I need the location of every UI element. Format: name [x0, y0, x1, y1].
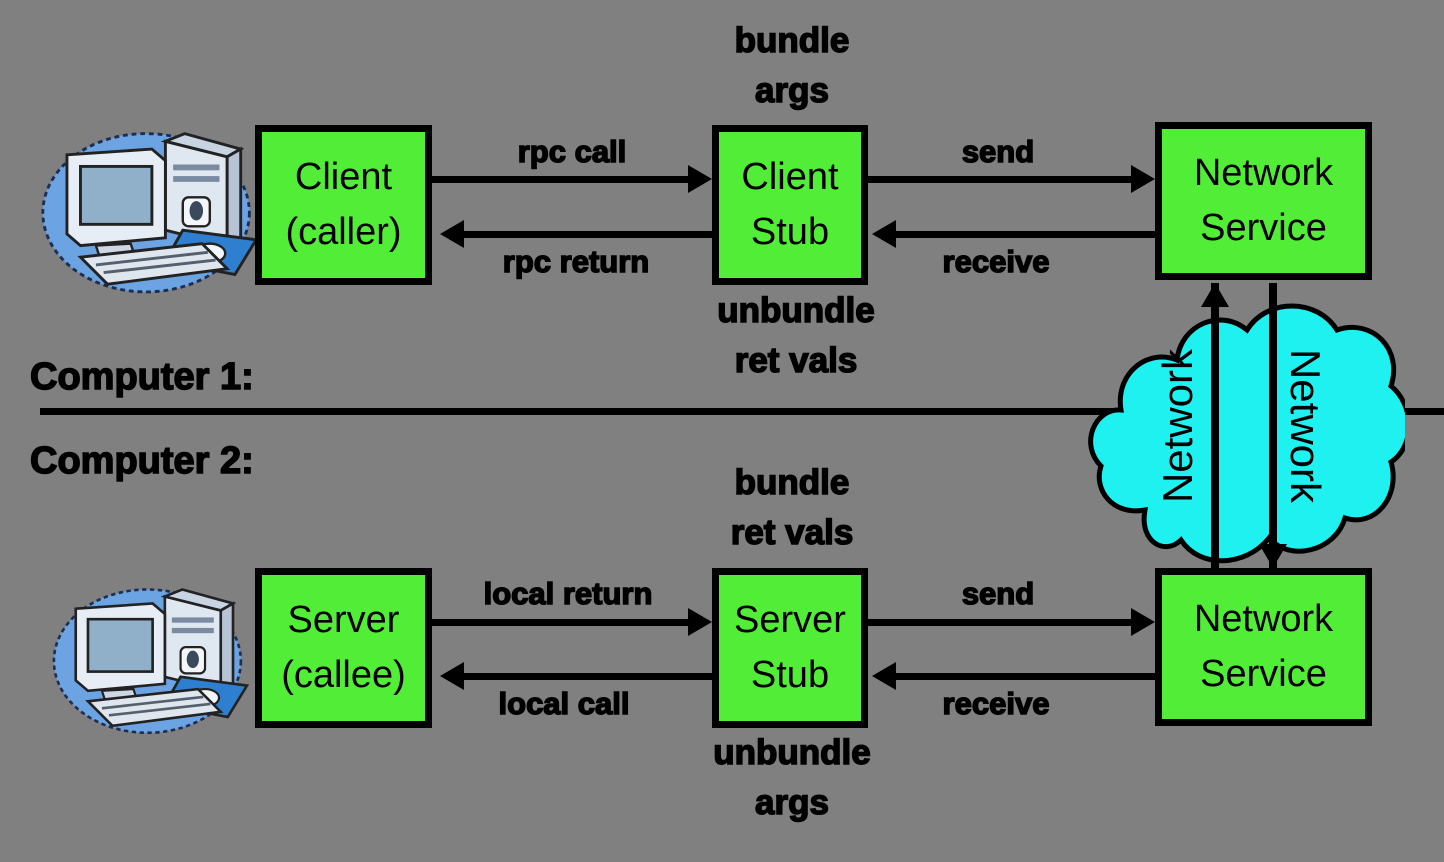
bundle-ret-vals-note: bundle ret vals [730, 458, 854, 558]
rpc-return-label: rpc return [502, 243, 650, 280]
receive-bottom-shaft [892, 673, 1155, 680]
receive-top-arrow [872, 219, 1155, 249]
send-top-label: send [961, 133, 1035, 170]
server-stub-line2: Stub [750, 654, 830, 696]
local-return-arrow [432, 607, 712, 637]
receive-top-arrowhead [872, 220, 896, 248]
network-service-bottom-box: Network Service [1155, 568, 1372, 726]
client-stub-line1: Client [741, 155, 839, 198]
local-return-arrowhead [688, 608, 712, 636]
bundle-ret-vals-line1: bundle [734, 462, 850, 503]
client-box-line1: Client [294, 155, 393, 198]
machine-divider-line [40, 408, 1444, 415]
send-bottom-arrowhead [1131, 608, 1155, 636]
unbundle-args-note: unbundle args [713, 728, 872, 828]
bundle-args-line2: args [754, 70, 829, 111]
client-stub-box: Client Stub [712, 125, 868, 285]
rpc-return-arrowhead [440, 220, 464, 248]
unbundle-ret-vals-line1: unbundle [717, 290, 876, 331]
network-up-arrow-shaft [1211, 283, 1219, 568]
rpc-return-arrow [440, 219, 712, 249]
unbundle-args-line1: unbundle [713, 732, 872, 773]
server-box-line2: (callee) [281, 654, 406, 696]
receive-top-shaft [892, 231, 1155, 238]
network-service-top-line2: Service [1200, 207, 1327, 249]
send-bottom-arrow [868, 607, 1155, 637]
rpc-call-arrow [432, 164, 712, 194]
bundle-ret-vals-line2: ret vals [730, 512, 854, 553]
network-down-arrowhead [1259, 544, 1287, 568]
computer2-label: Computer 2: [29, 439, 254, 483]
network-service-top-line1: Network [1193, 151, 1334, 194]
server-box-line1: Server [287, 598, 400, 641]
send-top-arrow [868, 164, 1155, 194]
send-top-arrowhead [1131, 165, 1155, 193]
local-return-shaft [432, 619, 692, 626]
network-service-bottom-line1: Network [1193, 597, 1334, 640]
network-cloud-icon [1085, 280, 1412, 570]
network-label-left: Network [1154, 348, 1201, 504]
computer1-desktop-icon [41, 132, 258, 294]
local-call-arrowhead [440, 662, 464, 690]
server-box: Server (callee) [255, 568, 432, 728]
client-box: Client (caller) [255, 125, 432, 285]
local-call-arrow [440, 661, 712, 691]
bundle-args-note: bundle args [734, 16, 850, 116]
client-stub-line2: Stub [750, 211, 830, 253]
network-label-right: Network [1282, 348, 1329, 504]
receive-bottom-label: receive [942, 685, 1050, 722]
rpc-call-shaft [432, 176, 692, 183]
receive-bottom-arrowhead [872, 662, 896, 690]
local-call-label: local call [498, 685, 630, 722]
receive-top-label: receive [942, 243, 1050, 280]
send-bottom-shaft [868, 619, 1135, 626]
network-down-arrow-shaft [1269, 283, 1277, 568]
unbundle-ret-vals-note: unbundle ret vals [717, 286, 876, 386]
rpc-call-arrowhead [688, 165, 712, 193]
send-top-shaft [868, 176, 1135, 183]
local-call-shaft [460, 673, 712, 680]
server-stub-box: Server Stub [712, 568, 868, 728]
server-stub-line1: Server [734, 598, 846, 641]
unbundle-args-line2: args [754, 782, 829, 823]
computer1-label: Computer 1: [29, 355, 254, 399]
local-return-label: local return [483, 575, 653, 612]
network-service-top-box: Network Service [1155, 122, 1372, 280]
bundle-args-line1: bundle [734, 20, 850, 61]
client-box-line2: (caller) [285, 211, 402, 253]
unbundle-ret-vals-line2: ret vals [734, 340, 858, 381]
network-service-bottom-line2: Service [1200, 653, 1327, 695]
send-bottom-label: send [961, 575, 1035, 612]
rpc-call-label: rpc call [517, 133, 627, 170]
receive-bottom-arrow [872, 661, 1155, 691]
computer2-desktop-icon [52, 588, 249, 735]
rpc-return-shaft [460, 231, 712, 238]
network-up-arrowhead [1201, 283, 1229, 307]
